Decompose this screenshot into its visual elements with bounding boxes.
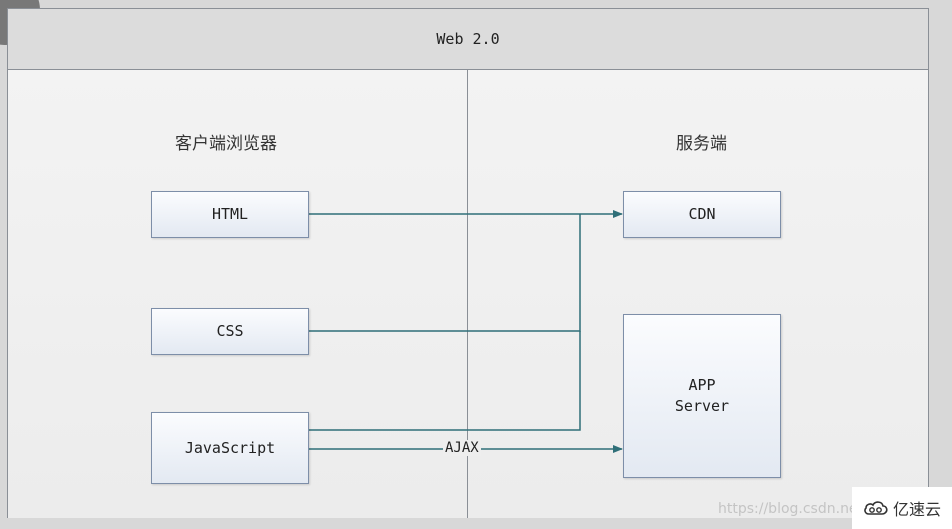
node-css: CSS [151,308,309,355]
node-cdn: CDN [623,191,781,238]
client-heading: 客户端浏览器 [175,134,277,154]
center-divider [467,69,468,518]
diagram-title: Web 2.0 [8,9,928,70]
diagram-frame: Web 2.0 [7,8,929,518]
node-html: HTML [151,191,309,238]
cloud-logo-icon [864,501,888,515]
node-app-server: APP Server [623,314,781,478]
edge-label-ajax: AJAX [443,440,481,456]
server-heading: 服务端 [676,134,727,154]
brand-text: 亿速云 [892,500,941,519]
node-javascript: JavaScript [151,412,309,484]
brand-watermark: 亿速云 [852,487,952,529]
connector-css-trunk [309,214,581,332]
connector-js-trunk [309,331,581,431]
watermark-url: https://blog.csdn.ne [718,501,858,517]
